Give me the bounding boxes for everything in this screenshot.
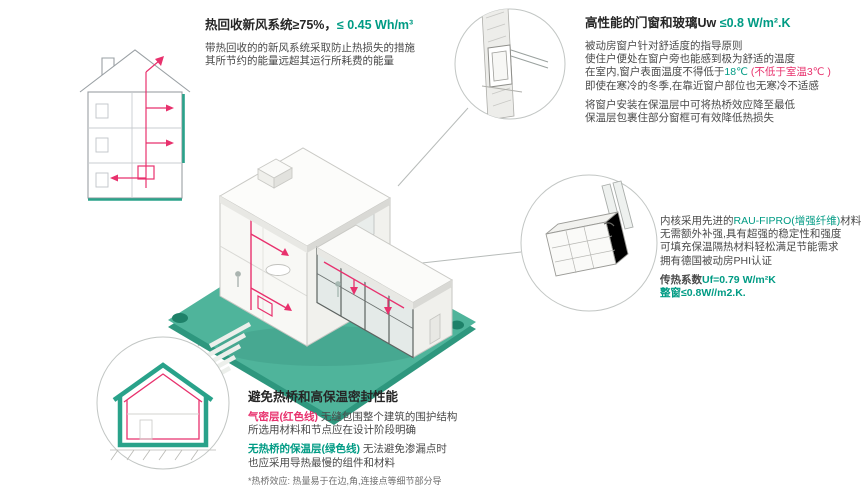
windows-line-4: 即使在寒冷的冬季,在靠近窗户部位也无寒冷不适感 [585,79,819,92]
profile-line-4: 拥有德国被动房PHI认证 [660,254,773,267]
heat-recovery-title-main: 热回收新风系统≥75%， [205,18,337,32]
profile-line-2: 无需额外补强,具有超强的稳定性和强度 [660,228,842,241]
windows-line-1: 被动房窗户针对舒适度的指导原则 [585,40,743,52]
heat-recovery-house-section-diagram [79,49,191,201]
windows-line-3-note: (不低于室温3℃ ) [747,66,831,79]
thermal-line-1: 气密层(红色线) 无缝包围整个建筑的围护结构 [248,411,560,424]
frame-profile-drawing [545,180,634,277]
windows-line-2: 使住户便处在窗户旁也能感到极为舒适的温度 [585,53,795,66]
windows-section: 高性能的门窗和玻璃Uw ≤0.8 W/m².K 被动房窗户针对舒适度的指导原则 … [585,12,863,125]
passive-house-isometric-cutaway [168,147,476,425]
occupant-figure [235,271,241,287]
duct-lines-wing [323,261,405,309]
windows-line-3-text: 在室内,窗户表面温度不得低于 [585,66,725,79]
profile-line-5: 传热系数Uf=0.79 W/m²K [660,274,865,287]
windows-title-main: 高性能的门窗和玻璃Uw [585,16,720,30]
thermal-bridge-section: 避免热桥和高保温密封性能 气密层(红色线) 无缝包围整个建筑的围护结构 所选用材… [248,386,560,488]
profile-line-6: 整窗≤0.8W//m2.K. [660,287,746,300]
thermal-line-4: 也应采用导热最慢的组件和材料 [248,456,395,469]
glazing-mullions [340,261,390,344]
thermal-line-3: 无热桥的保温层(绿色线) 无法避免渗漏点时 [248,443,560,456]
insulation-layer-walls [117,397,209,448]
insulation-accents [88,94,185,201]
thermal-bridge-title: 避免热桥和高保温密封性能 [248,390,399,404]
window-frame-profile-callout [520,174,658,312]
airtight-layer-walls [126,400,200,440]
wall-window-detail-drawing [481,9,549,119]
windows-line-3-temp: 18℃ [724,66,748,79]
heat-recovery-title-accent: ≤ 0.45 Wh/m³ [336,18,414,32]
thermal-line-3-text: 无法避免渗漏点时 [360,443,447,456]
glazing-transom [316,273,414,329]
frame-profile-section: 内核采用先进的RAU-FIPRO(增强纤维)材料 无需额外补强,具有超强的稳定性… [660,215,865,300]
house-outline [79,49,191,199]
roof-edge-band [413,280,452,310]
occupant-silhouette [335,281,341,297]
duct-lines-left-block [250,216,289,310]
windows-line-6: 保温层包裹住部分窗框可有效降低热损失 [585,112,774,125]
roof-edge-band [317,247,413,310]
bathtub-icon [265,264,291,276]
heat-recovery-line-2: 其所节约的能量远超其运行所耗费的能量 [205,55,394,68]
profile-line-3: 可填充保温隔热材料轻松满足节能需求 [660,241,839,254]
roof-edge-band [307,198,390,253]
duct-arrow-icons-wing [350,287,392,315]
profile-line-5-label: 传热系数 [660,273,702,286]
profile-line-1-suffix: 材料 [840,215,862,227]
thermal-line-1-text: 无缝包围整个建筑的围护结构 [318,411,458,423]
insulation-airtight-layer-callout [96,336,230,470]
profile-line-1-text: 内核采用先进的 [660,215,734,227]
ground-hatch [110,449,216,461]
windows-line-5: 将窗户安装在保温层中可将热桥效应降至最低 [585,98,795,111]
insulation-layer-roof [112,362,214,402]
heat-recovery-line-1: 带热回收的的新风系统采取防止热损失的措施 [205,42,415,54]
end-door [429,313,441,345]
ventilation-duct-lines [116,60,168,188]
profile-line-1: 内核采用先进的RAU-FIPRO(增强纤维)材料 [660,215,865,228]
door-opening [139,419,153,440]
insulation-layer-label: 无热桥的保温层(绿色线) [248,443,360,456]
thermal-line-2: 所选用材料和节点应在设计阶段明确 [248,424,416,437]
ventilation-unit-box [257,294,273,318]
heat-recovery-title: 热回收新风系统≥75%，≤ 0.45 Wh/m³ [205,14,485,33]
floor-lines [88,92,182,198]
roof-edge-band [220,196,307,253]
heat-recovery-section: 热回收新风系统≥75%，≤ 0.45 Wh/m³ 带热回收的的新风系统采取防止热… [205,14,485,68]
airtight-layer-label: 气密层(红色线) [248,411,318,423]
rooftop-volume [257,158,293,189]
thermal-bridge-footnote: *热桥效应: 热量易于在边,角,连接点等细节部分导 [248,475,442,486]
hrv-unit-box [137,165,155,180]
profile-line-5-value: Uf=0.79 W/m²K [702,273,776,286]
windows-title: 高性能的门窗和玻璃Uw ≤0.8 W/m².K [585,12,863,31]
profile-line-1-material: RAU-FIPRO(增强纤维) [733,215,841,227]
windows-line-3: 在室内,窗户表面温度不得低于18℃ (不低于室温3℃ ) [585,66,863,79]
airflow-arrow-icons [110,56,174,182]
window-installation-detail-callout [454,8,566,120]
window-openings [95,103,109,188]
airtight-layer-roof [123,373,203,403]
windows-title-accent: ≤0.8 W/m².K [719,16,791,30]
